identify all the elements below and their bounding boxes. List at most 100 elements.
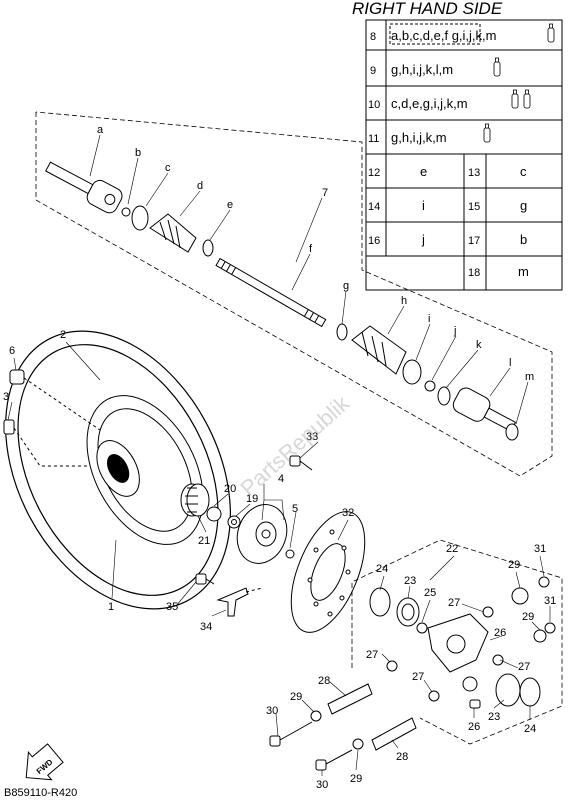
diagram-code: B859110-R420 <box>4 787 77 799</box>
bushing <box>327 683 417 751</box>
callout-2: 2 <box>60 329 66 341</box>
knuckle-parts <box>369 576 556 709</box>
callout-h: h <box>401 295 407 307</box>
callout-22: 22 <box>446 543 458 555</box>
collar <box>428 690 440 702</box>
castle-nut <box>206 506 222 522</box>
forward-arrow-icon: FWD <box>25 743 64 781</box>
callout-23: 23 <box>404 575 416 587</box>
callout-29: 29 <box>508 559 520 571</box>
callout-26: 26 <box>468 721 480 733</box>
cv-joint-inner <box>452 387 517 432</box>
callout-24: 24 <box>524 723 536 735</box>
callout-4: 4 <box>278 473 284 485</box>
callout-f: f <box>309 243 313 255</box>
drive-shaft-parts <box>45 161 519 441</box>
oil-seal <box>369 587 391 617</box>
bearing <box>495 673 521 707</box>
callout-27: 27 <box>448 597 460 609</box>
kit-table <box>365 19 563 291</box>
wheel-rim <box>86 395 204 545</box>
callout-29: 29 <box>350 773 362 785</box>
hub-bolt <box>285 549 295 559</box>
callout-k: k <box>476 339 482 351</box>
washer <box>511 587 529 605</box>
callout-19: 19 <box>246 493 258 505</box>
washer <box>310 710 364 750</box>
callout-35: 35 <box>166 601 178 613</box>
callout-c: c <box>165 162 171 174</box>
callout-l: l <box>509 357 511 369</box>
boot-band-small <box>336 323 348 341</box>
nut <box>538 576 550 588</box>
letter-callouts <box>89 134 529 425</box>
table-row-num: 8 <box>370 31 376 43</box>
callout-27: 27 <box>366 649 378 661</box>
grease-tube-icon <box>483 23 555 143</box>
callout-27: 27 <box>518 661 530 673</box>
table-row-text: a,b,c,d,e,f g,i,j,k,m <box>391 28 497 43</box>
boot-band <box>131 205 149 231</box>
callout-1: 1 <box>108 601 114 613</box>
oil-seal <box>519 677 541 707</box>
knuckle-bolt <box>269 721 353 771</box>
callout-29: 29 <box>522 611 534 623</box>
callout-e: e <box>227 199 233 211</box>
bracket-bolt <box>195 573 215 585</box>
collar <box>386 660 398 672</box>
callout-29: 29 <box>290 691 302 703</box>
callout-j: j <box>453 325 456 337</box>
grease-nipple <box>469 699 481 709</box>
knuckle-assembly-outline <box>351 539 563 745</box>
callout-20: 20 <box>224 483 236 495</box>
table-pair-num: 12 <box>368 167 380 179</box>
callout-30: 30 <box>266 705 278 717</box>
callout-3: 3 <box>3 391 9 403</box>
callout-b: b <box>135 147 141 159</box>
number-labels: 2 1 3 6 7 20 19 21 4 5 33 32 22 24 23 25… <box>3 187 556 791</box>
kit-table-rows: 8 a,b,c,d,e,f g,i,j,k,m 9 g,h,i,j,k,l,m … <box>368 28 529 279</box>
cv-joint-outer <box>45 161 123 214</box>
callout-7: 7 <box>322 187 328 199</box>
table-row-text: g,h,i,j,k,l,m <box>391 62 453 77</box>
circlip <box>424 380 436 392</box>
table-pair-num: 18 <box>468 267 480 279</box>
callout-26: 26 <box>494 627 506 639</box>
table-pair-num: 14 <box>368 201 380 213</box>
collar <box>482 606 494 618</box>
callout-33: 33 <box>306 431 318 443</box>
wheel-bearing-sleeve <box>180 483 210 517</box>
circlip <box>416 622 428 634</box>
axle-assembly-outline <box>35 111 553 477</box>
callout-34: 34 <box>200 621 212 633</box>
callout-m: m <box>525 371 534 383</box>
circlip <box>437 386 451 406</box>
callout-5: 5 <box>292 503 298 515</box>
tire-valve <box>3 419 90 467</box>
table-pair-value: j <box>421 232 425 247</box>
table-row-text: c,d,e,g,i,j,k,m <box>391 96 468 111</box>
table-row-text: g,h,i,j,k,m <box>391 130 447 145</box>
table-row-num: 10 <box>368 99 380 111</box>
callout-30: 30 <box>316 779 328 791</box>
callout-d: d <box>197 180 203 192</box>
wheel-nut <box>9 369 101 431</box>
callout-32: 32 <box>342 507 354 519</box>
watermark: PartsRepublik <box>235 390 354 501</box>
callout-31: 31 <box>534 543 546 555</box>
table-row-num: 9 <box>370 65 376 77</box>
table-pair-num: 13 <box>468 167 480 179</box>
boot-inner <box>351 325 407 375</box>
callout-24: 24 <box>376 563 388 575</box>
callout-27: 27 <box>412 671 424 683</box>
callout-25: 25 <box>424 587 436 599</box>
table-row-num: 11 <box>368 133 379 145</box>
circlip <box>121 207 131 217</box>
disc-bolt <box>289 455 313 471</box>
nut <box>544 622 556 634</box>
wheel-hub <box>236 504 288 564</box>
callout-a: a <box>97 124 104 136</box>
boot-band-small <box>202 239 214 257</box>
o-ring <box>505 423 519 441</box>
